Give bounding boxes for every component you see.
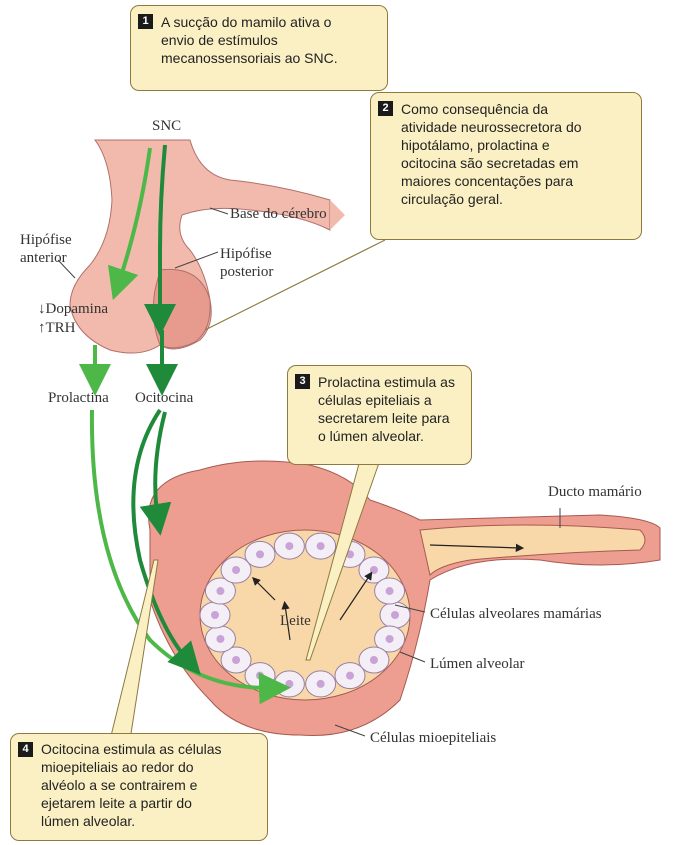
callout-4-line-5: lúmen alveolar. <box>41 812 222 830</box>
callout-4: 4 Ocitocina estimula as células mioepite… <box>10 733 268 841</box>
hipofise-posterior-label-2: posterior <box>220 264 273 280</box>
lumen-alveolar-label: Lúmen alveolar <box>430 656 525 672</box>
cell-nucleus <box>285 680 293 688</box>
callout-1-line-1: A sucção do mamilo ativa o <box>161 13 338 31</box>
callout-1: 1 A sucção do mamilo ativa o envio de es… <box>130 5 388 91</box>
callout-2-line-4: ocitocina são secretadas em <box>401 154 582 172</box>
callout-4-line-3: alvéolo a se contrairem e <box>41 776 222 794</box>
ocitocina-label: Ocitocina <box>135 390 194 406</box>
callout-2-line-2: atividade neurossecretora do <box>401 118 582 136</box>
cell-nucleus <box>370 656 378 664</box>
callout-4-number: 4 <box>18 742 33 757</box>
callout-1-number: 1 <box>138 14 153 29</box>
callout-2-line-1: Como consequência da <box>401 100 582 118</box>
callout-4-line-4: ejetarem leite a partir do <box>41 794 222 812</box>
base-cerebro-label: Base do cérebro <box>230 206 327 222</box>
callout-2-line-5: maiores concentações para <box>401 172 582 190</box>
callout-3-line-3: secretarem leite para <box>318 409 455 427</box>
celulas-mioepiteliais-label: Células mioepiteliais <box>370 730 496 746</box>
callout-3-line-1: Prolactina estimula as <box>318 373 455 391</box>
cell-nucleus <box>232 656 240 664</box>
cell-nucleus <box>216 635 224 643</box>
callout-2-number: 2 <box>378 101 393 116</box>
cell-nucleus <box>391 611 399 619</box>
callout-3: 3 Prolactina estimula as células epiteli… <box>287 365 472 465</box>
callout-2-line-6: circulação geral. <box>401 190 582 208</box>
cell-nucleus <box>232 566 240 574</box>
cell-nucleus <box>211 611 219 619</box>
trh-label: ↑TRH <box>38 320 76 336</box>
cell-nucleus <box>256 672 264 680</box>
callout-2: 2 Como consequência da atividade neuross… <box>370 92 642 240</box>
hipofise-anterior-label-1: Hipófise <box>20 232 72 248</box>
leite-label: Leite <box>280 613 311 629</box>
hipofise-anterior-label-2: anterior <box>20 250 67 266</box>
cell-nucleus <box>256 550 264 558</box>
cell-nucleus <box>285 542 293 550</box>
cell-nucleus <box>317 680 325 688</box>
ducto-mamario-label: Ducto mamário <box>548 484 642 500</box>
callout-2-line-3: hipotálamo, prolactina e <box>401 136 582 154</box>
callout-3-line-2: células epiteliais a <box>318 391 455 409</box>
callout-4-pointer <box>110 560 158 740</box>
callout-3-number: 3 <box>295 374 310 389</box>
hipofise-posterior-label-1: Hipófise <box>220 246 272 262</box>
cell-nucleus <box>216 587 224 595</box>
cell-nucleus <box>386 635 394 643</box>
callout-1-line-2: envio de estímulos <box>161 31 338 49</box>
cell-nucleus <box>386 587 394 595</box>
cell-nucleus <box>370 566 378 574</box>
callout-3-line-4: o lúmen alveolar. <box>318 427 455 445</box>
callout-4-line-1: Ocitocina estimula as células <box>41 740 222 758</box>
callout-1-line-3: mecanossensoriais ao SNC. <box>161 49 338 67</box>
callout-4-line-2: mioepiteliais ao redor do <box>41 758 222 776</box>
cell-nucleus <box>317 542 325 550</box>
celulas-alveolares-label: Células alveolares mamárias <box>430 606 602 622</box>
snc-label: SNC <box>152 118 181 134</box>
prolactina-label: Prolactina <box>48 390 109 406</box>
dopamina-label: ↓Dopamina <box>38 301 108 317</box>
cell-nucleus <box>346 672 354 680</box>
